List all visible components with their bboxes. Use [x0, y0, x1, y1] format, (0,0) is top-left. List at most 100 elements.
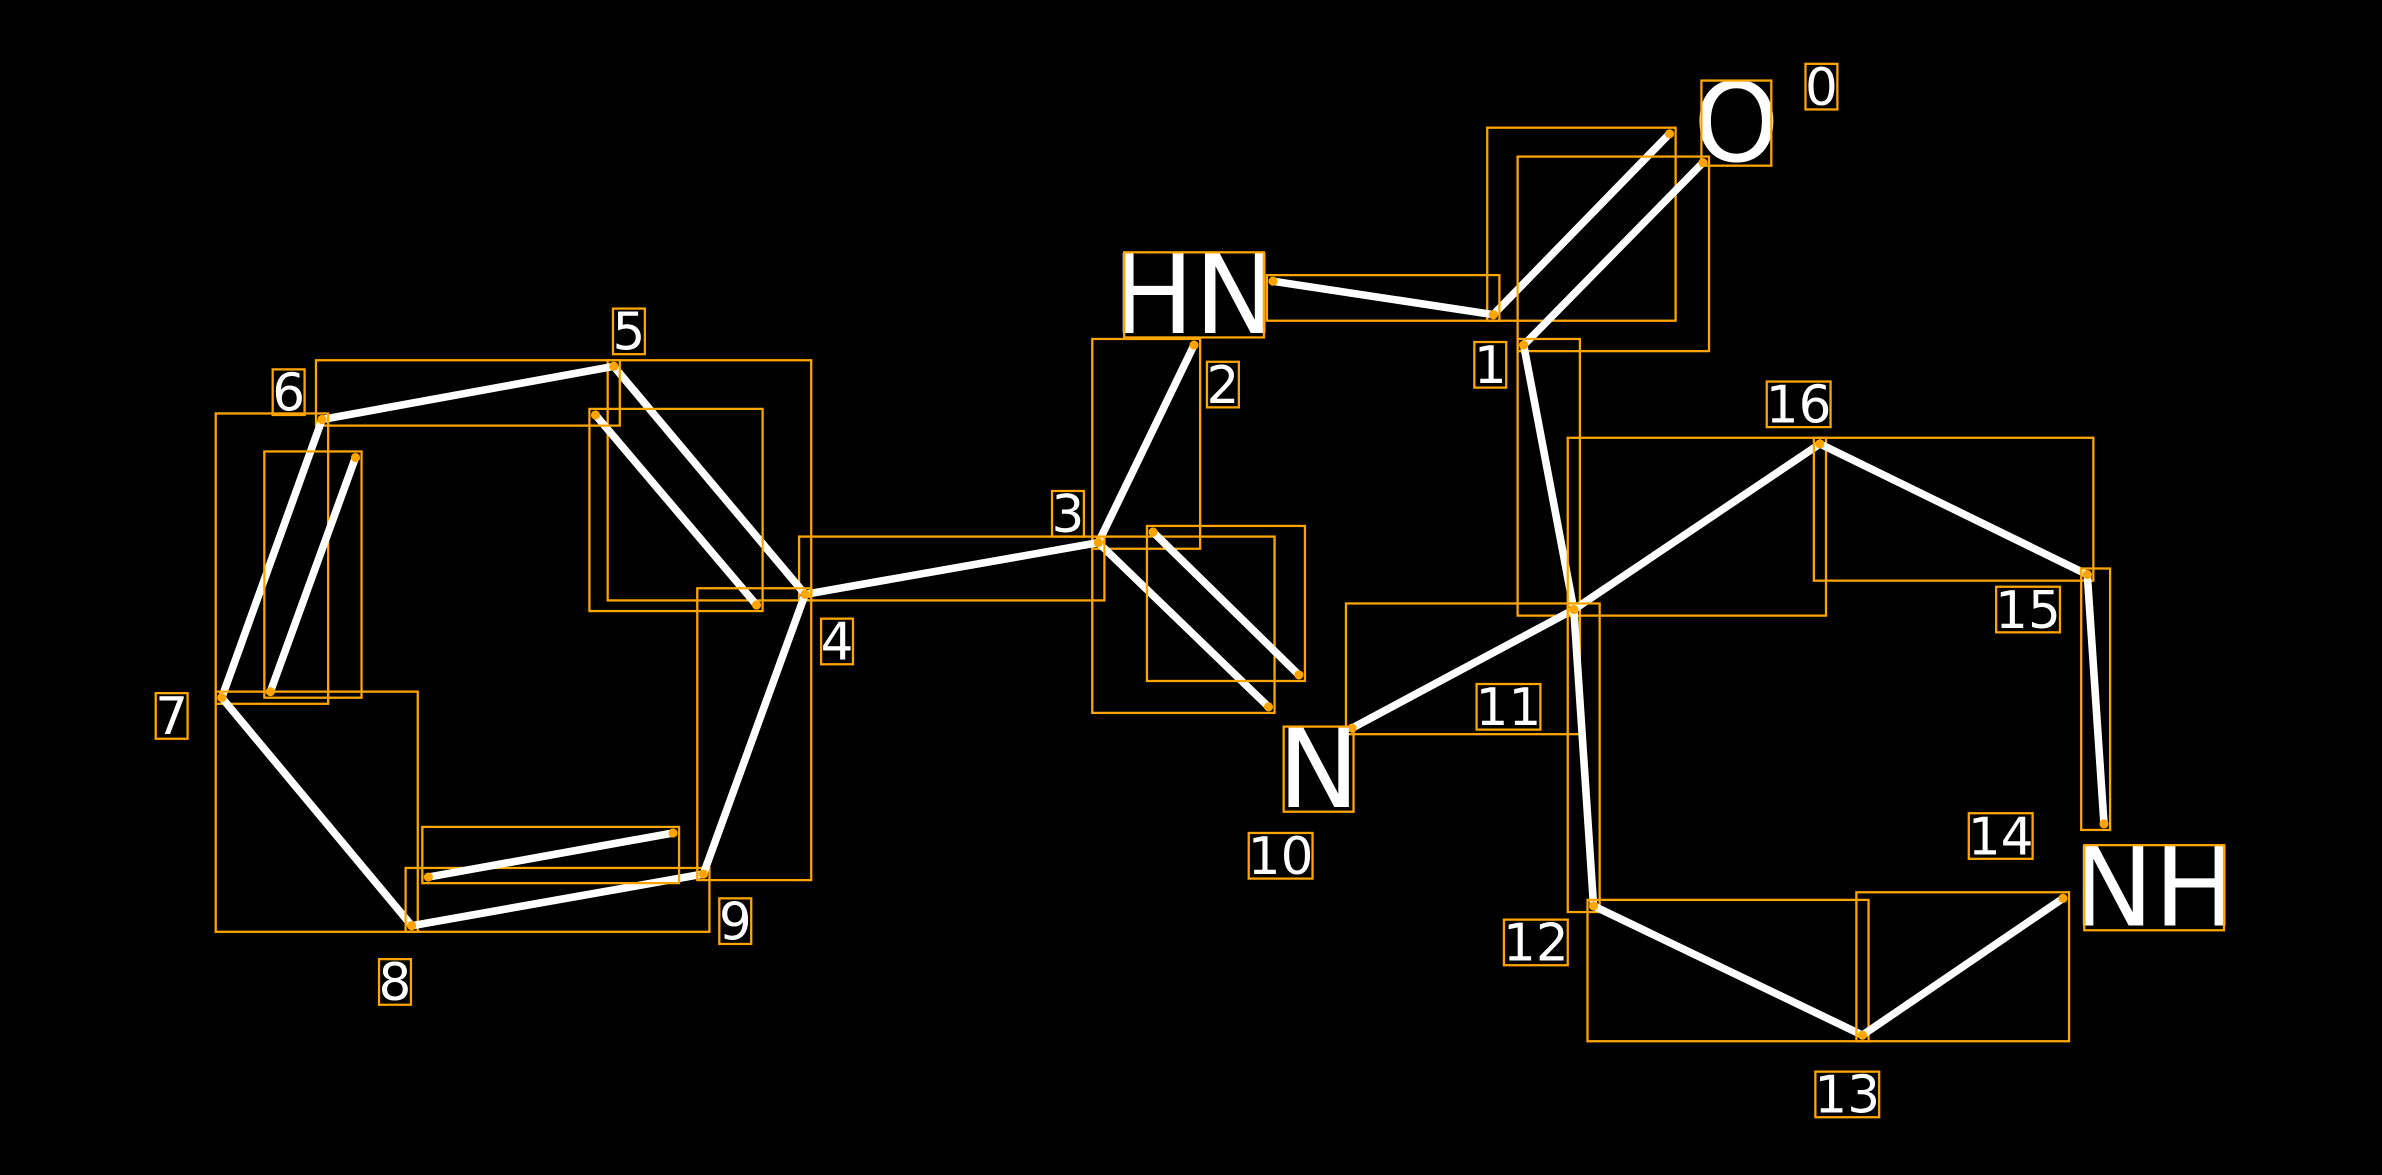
bond-endpoint	[609, 361, 619, 371]
atom-7: 7	[154, 687, 189, 747]
bond-endpoint	[698, 869, 708, 879]
atom-label-bbox	[2083, 844, 2226, 932]
bond-line	[1570, 605, 1598, 910]
atom-index-bbox	[1205, 360, 1240, 409]
atom-12: 12	[1502, 914, 1569, 974]
atom-4: 4	[819, 613, 855, 673]
bond-endpoint	[1148, 527, 1158, 537]
bond-endpoint	[1569, 604, 1579, 615]
bond-endpoint	[800, 589, 810, 599]
bond-bbox	[606, 359, 813, 602]
bond-endpoint	[2099, 819, 2109, 829]
bond-line	[424, 829, 677, 881]
atom-index-bbox	[1765, 380, 1832, 429]
atom-index-bbox	[1995, 585, 2062, 634]
bond-endpoint	[217, 693, 227, 703]
atom-index: 6	[272, 363, 305, 423]
bond-bbox	[314, 359, 621, 427]
atom-10: N10	[1247, 705, 1360, 887]
atom-index-bbox	[271, 368, 306, 417]
bond-endpoint	[1294, 670, 1304, 680]
bond-2-1	[1265, 273, 1501, 322]
bond-endpoint	[1093, 538, 1103, 548]
bond-bbox	[588, 407, 764, 613]
atom-index-bbox	[1475, 682, 1542, 731]
atom-1: 1	[1473, 336, 1508, 396]
bond-bbox	[1516, 337, 1582, 617]
atom-index-bbox	[1247, 831, 1314, 880]
atom-index: 1	[1474, 336, 1507, 396]
atom-index-bbox	[1814, 1070, 1881, 1119]
bond-3-10	[1091, 524, 1307, 715]
bond-bbox	[263, 450, 363, 699]
bond-bbox	[1566, 602, 1601, 914]
bond-endpoint	[350, 452, 361, 463]
bond-13-14	[1855, 891, 2071, 1043]
atom-index: 16	[1766, 376, 1832, 436]
bond-7-8	[214, 690, 419, 933]
bond-endpoint	[1263, 702, 1274, 712]
bond-bbox	[2080, 567, 2112, 832]
bond-line	[699, 590, 809, 878]
bond-line	[1269, 277, 1498, 319]
bond-line	[1094, 538, 1273, 711]
atom-5: 5	[611, 303, 647, 363]
bond-bbox	[1812, 436, 2095, 582]
bond-line	[217, 415, 326, 702]
bond-endpoint	[2082, 570, 2092, 580]
atom-15: 15	[1995, 581, 2062, 641]
bond-line	[1094, 341, 1198, 547]
atom-index-bbox	[1804, 62, 1839, 111]
atom-index: 11	[1476, 678, 1542, 738]
bond-bbox	[421, 825, 681, 885]
bond-bbox	[797, 535, 1106, 602]
bond-line	[1816, 440, 2092, 579]
atom-index: 4	[821, 613, 854, 673]
bond-endpoint	[423, 872, 433, 882]
atom-index-bbox	[611, 307, 647, 356]
bond-bbox	[1855, 891, 2071, 1043]
bond-line	[1489, 129, 1674, 319]
atom-label: NH	[2072, 824, 2236, 952]
bond-endpoint	[1857, 1030, 1868, 1040]
bond-line	[1149, 528, 1303, 679]
bond-15-14	[2080, 567, 2112, 832]
bond-bbox	[1586, 898, 1870, 1043]
atom-index-bbox	[377, 958, 413, 1006]
bond-line	[609, 362, 809, 599]
bond-line	[1589, 902, 1867, 1039]
atom-index: 13	[1814, 1066, 1880, 1126]
bond-endpoint	[1189, 340, 1199, 350]
atom-index: 9	[719, 892, 752, 952]
bond-line	[1858, 894, 2067, 1039]
bonds-layer	[214, 126, 2112, 1043]
atom-label: O	[1693, 59, 1779, 187]
atom-index: 15	[1995, 581, 2061, 641]
atom-index-bbox	[1050, 489, 1086, 538]
bond-bbox	[1566, 436, 1828, 617]
atom-index: 10	[1248, 827, 1314, 887]
bond-bbox	[1265, 273, 1501, 322]
bond-line	[266, 453, 360, 696]
bond-endpoint	[1488, 310, 1498, 320]
bond-8-9	[404, 825, 711, 933]
bond-line	[1519, 341, 1578, 614]
bond-endpoint	[2058, 893, 2068, 903]
atom-index: 8	[379, 953, 412, 1013]
bond-bbox	[1516, 155, 1711, 353]
bond-line	[217, 693, 416, 930]
atom-index: 7	[155, 687, 188, 747]
bond-line	[1570, 440, 1824, 614]
atom-label-bbox	[1282, 725, 1355, 813]
bond-bbox	[696, 587, 813, 882]
bond-endpoint	[1664, 129, 1675, 139]
atom-label: N	[1278, 705, 1360, 833]
bond-line	[591, 411, 761, 609]
atom-index-bbox	[1967, 812, 2034, 860]
atom-index: 3	[1052, 485, 1085, 545]
bond-endpoint	[751, 600, 762, 610]
atom-label-bbox	[1123, 251, 1266, 339]
atom-9: 9	[718, 892, 753, 952]
atom-11: 11	[1475, 678, 1542, 738]
